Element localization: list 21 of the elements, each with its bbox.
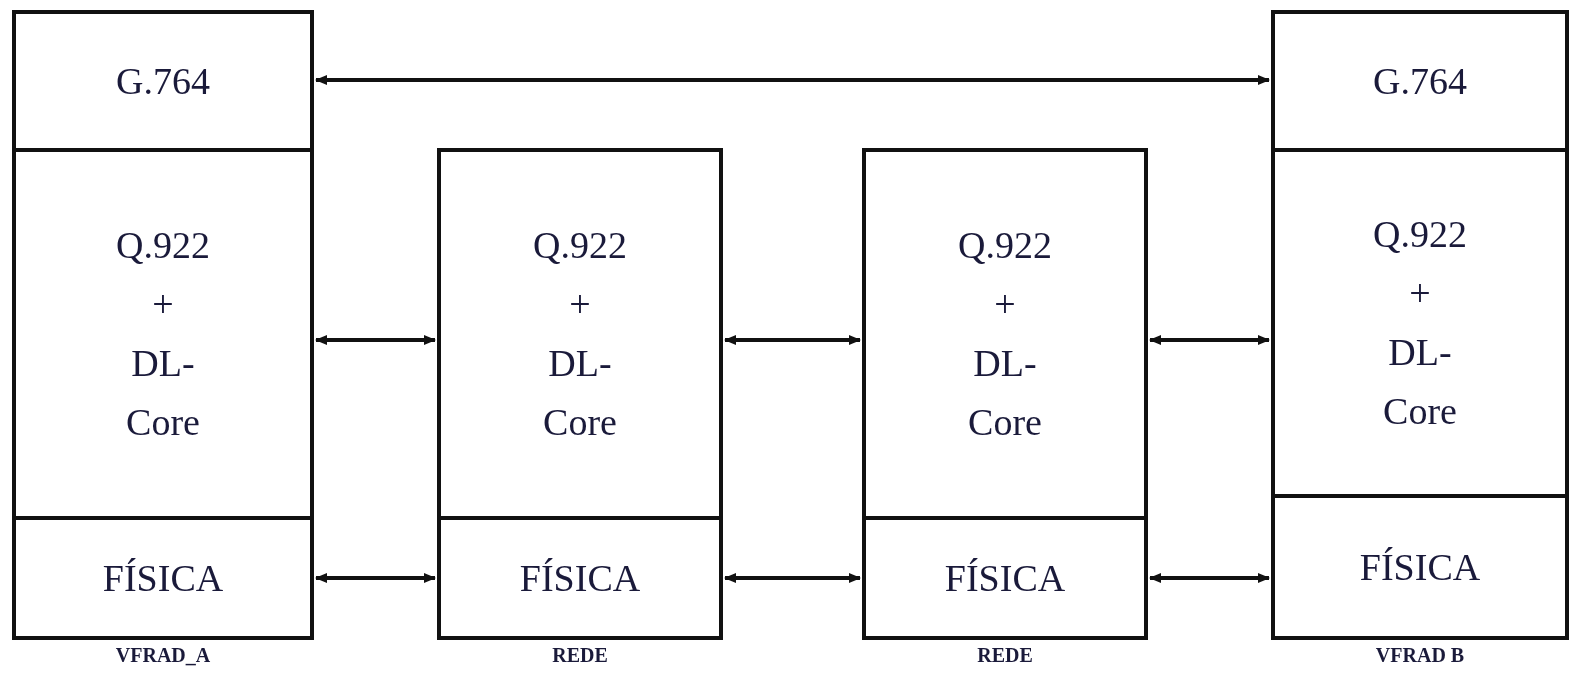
layer-label: Q.922 + DL-Core: [1373, 212, 1467, 434]
double-arrow: [1149, 573, 1270, 583]
double-arrow: [315, 75, 1270, 85]
layer-label: Q.922 + DL-Core: [958, 223, 1052, 445]
layer-label: FÍSICA: [519, 555, 641, 601]
device-label: REDE: [552, 644, 608, 667]
layer-label: FÍSICA: [944, 555, 1066, 601]
double-arrow: [724, 335, 861, 345]
layer-label: FÍSICA: [1359, 544, 1481, 590]
device-label: VFRAD_A: [115, 644, 211, 667]
layer-label: FÍSICA: [102, 555, 224, 601]
device-label: REDE: [977, 644, 1033, 667]
layer-label: G.764: [1373, 58, 1467, 104]
double-arrow: [724, 573, 861, 583]
double-arrow: [315, 335, 436, 345]
layer-label: G.764: [116, 58, 210, 104]
layer-label: Q.922 + DL-Core: [116, 223, 210, 445]
double-arrow: [315, 573, 436, 583]
layer-label: Q.922 + DL-Core: [533, 223, 627, 445]
double-arrow: [1149, 335, 1270, 345]
device-label: VFRAD B: [1375, 644, 1465, 667]
